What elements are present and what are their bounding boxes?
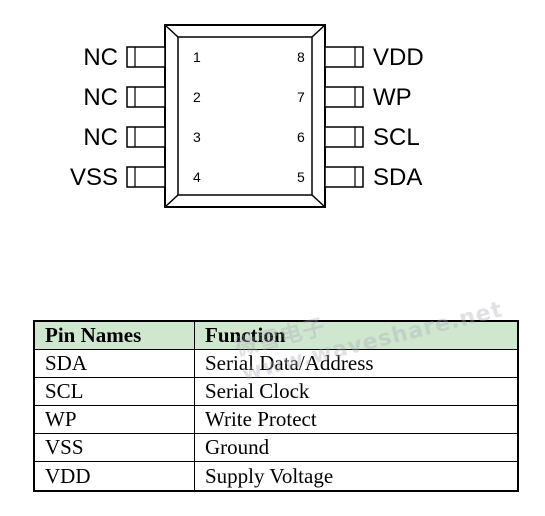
- pin-number-label: 8: [297, 49, 305, 65]
- pin-left-4: VSS 4: [70, 164, 201, 191]
- pin-number-label: 1: [193, 49, 201, 65]
- table-cell-function: Serial Data/Address: [195, 350, 517, 378]
- table-cell-function: Supply Voltage: [205, 463, 334, 488]
- pin-number-label: 2: [193, 89, 201, 105]
- pin-lead: [126, 86, 166, 108]
- pin-lead: [126, 166, 166, 188]
- table-cell-function: Write Protect: [195, 406, 517, 434]
- pin-lead: [324, 126, 364, 148]
- pin-lead: [126, 126, 166, 148]
- pin-left-2: NC 2: [83, 84, 201, 111]
- pin-name-label: SDA: [373, 164, 422, 191]
- pin-number-label: 6: [297, 129, 305, 145]
- table-cell-pin: VSS: [35, 434, 195, 462]
- pin-lead: [324, 166, 364, 188]
- pin-right-8: VDD 8: [297, 44, 424, 71]
- pin-function-table: Pin Names Function SDA Serial Data/Addre…: [33, 320, 519, 492]
- pin-lead: [126, 46, 166, 68]
- table-cell-function: Serial Clock: [195, 378, 517, 406]
- pin-left-3: NC 3: [83, 124, 201, 151]
- pin-left-1: NC 1: [83, 44, 201, 71]
- package-inner-outline: [177, 36, 313, 196]
- pin-number-label: 5: [297, 169, 305, 185]
- pin-number-label: 7: [297, 89, 305, 105]
- pin-right-5: SDA 5: [297, 164, 422, 191]
- pin-lead: [324, 46, 364, 68]
- pin-number-label: 4: [193, 169, 201, 185]
- pin-name-label: NC: [83, 84, 118, 111]
- table-cell-pin: VDD: [35, 462, 195, 490]
- header-function: Function: [195, 322, 517, 350]
- pin-name-label: VDD: [373, 44, 424, 71]
- pin-right-7: WP 7: [297, 84, 412, 111]
- table-cell-function: Ground: [195, 434, 517, 462]
- table-cell-pin: SDA: [35, 350, 195, 378]
- table-cell-pin: SCL: [35, 378, 195, 406]
- pin-right-6: SCL 6: [297, 124, 420, 151]
- package-body: [164, 24, 326, 208]
- header-pin-names: Pin Names: [35, 322, 195, 350]
- pin-number-label: 3: [193, 129, 201, 145]
- pin-name-label: VSS: [70, 164, 118, 191]
- table-cell-pin: WP: [35, 406, 195, 434]
- pin-name-label: NC: [83, 44, 118, 71]
- pin-lead: [324, 86, 364, 108]
- pin-name-label: WP: [373, 84, 412, 111]
- pin-name-label: NC: [83, 124, 118, 151]
- pin-name-label: SCL: [373, 124, 420, 151]
